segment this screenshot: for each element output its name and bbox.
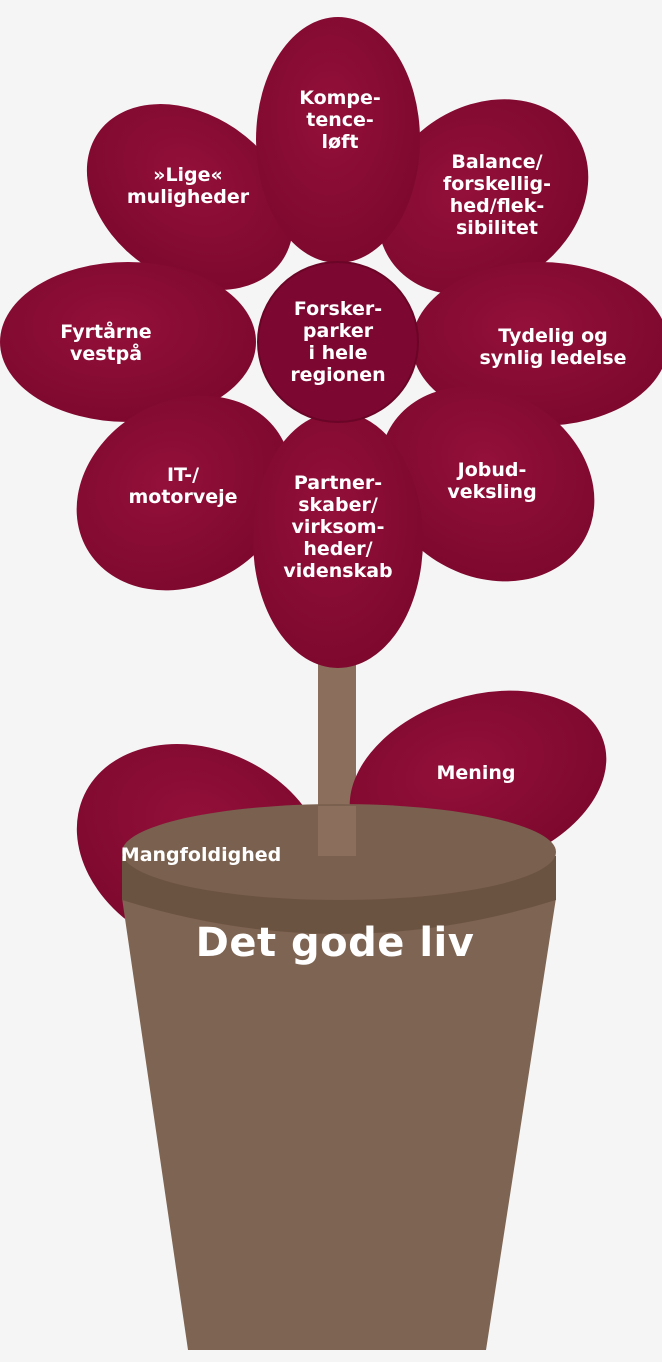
petal-label-lige-muligheder: »Lige« muligheder bbox=[127, 164, 249, 208]
label-line: Forsker- bbox=[293, 298, 383, 320]
label-line: veksling bbox=[447, 481, 537, 503]
label-line: løft bbox=[321, 131, 359, 153]
petal-label-fyrtaarne: Fyrtårne vestpå bbox=[60, 321, 151, 365]
label-line: heder/ bbox=[303, 538, 373, 560]
petal-label-partnerskaber: Partner- skaber/ virksom- heder/ vidensk… bbox=[283, 472, 392, 582]
petal-fyrtaarne bbox=[0, 262, 256, 422]
label-line: forskellig- bbox=[442, 173, 552, 195]
petal-kompetenceloeft bbox=[256, 17, 420, 263]
petal-label-balance: Balance/ forskellig- hed/flek- sibilitet bbox=[443, 151, 551, 239]
label-line: parker bbox=[302, 320, 374, 342]
label-line: Fyrtårne bbox=[60, 321, 152, 343]
label-line: Tydelig og bbox=[498, 325, 608, 347]
label-line: skaber/ bbox=[298, 494, 378, 516]
leaf-label-mening: Mening bbox=[436, 762, 516, 784]
petal-label-kompetenceloeft: Kompe- tence- løft bbox=[299, 87, 381, 153]
label-line: Jobud- bbox=[457, 459, 527, 481]
center-label: Forsker- parker i hele regionen bbox=[290, 298, 385, 386]
pot-title: Det gode liv bbox=[195, 920, 475, 966]
petal-it-motorveje bbox=[76, 395, 292, 591]
label-line: motorveje bbox=[128, 486, 238, 508]
label-line: hed/flek- bbox=[449, 195, 545, 217]
pot-body bbox=[122, 898, 556, 1350]
label-line: »Lige« bbox=[153, 164, 223, 186]
label-line: tence- bbox=[306, 109, 374, 131]
label-line: sibilitet bbox=[455, 217, 539, 239]
label-line: synlig ledelse bbox=[479, 347, 627, 369]
petal-jobudveksling bbox=[379, 386, 595, 582]
label-line: IT-/ bbox=[166, 464, 200, 486]
label-line: vestpå bbox=[69, 343, 143, 365]
label-line: muligheder bbox=[126, 186, 250, 208]
label-line: Partner- bbox=[293, 472, 383, 494]
petal-label-it-motorveje: IT-/ motorveje bbox=[128, 464, 237, 508]
label-line: i hele bbox=[308, 342, 368, 364]
stem-in-pot bbox=[318, 806, 356, 856]
petal-lige-muligheder bbox=[86, 104, 294, 290]
petal-label-jobudveksling: Jobud- veksling bbox=[447, 459, 536, 503]
label-line: virksom- bbox=[291, 516, 385, 538]
label-line: Kompe- bbox=[299, 87, 381, 109]
label-line: Balance/ bbox=[451, 151, 543, 173]
petal-tydelig-ledelse bbox=[412, 262, 662, 426]
petal-balance bbox=[377, 99, 589, 295]
petal-label-tydelig-ledelse: Tydelig og synlig ledelse bbox=[479, 325, 626, 369]
flower-center bbox=[257, 261, 419, 423]
label-line: regionen bbox=[290, 364, 386, 386]
petal-partnerskaber bbox=[253, 412, 423, 668]
label-line: videnskab bbox=[283, 560, 393, 582]
leaf-label-mangfoldighed: Mangfoldighed bbox=[120, 844, 282, 866]
